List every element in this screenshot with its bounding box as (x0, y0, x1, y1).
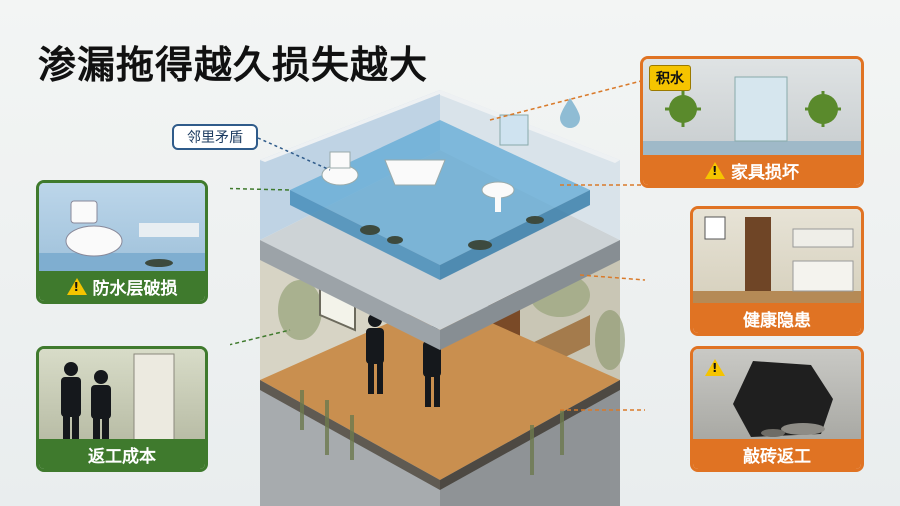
warning-icon (705, 359, 725, 376)
demolition-rework-panel: 敲砖返工 (690, 346, 864, 472)
mold-bathroom-image: 积水 (643, 59, 861, 158)
panel-label: 返工成本 (88, 446, 156, 467)
bathroom-toilet-image (39, 183, 205, 274)
panel-label: 家具损坏 (731, 162, 799, 183)
panel-label: 防水层破损 (92, 278, 178, 299)
broken-wall-image (693, 349, 861, 439)
page-title: 渗漏拖得越久损失越大 (38, 43, 429, 87)
furniture-damage-panel: 积水 家具损坏 (640, 56, 864, 188)
health-hazard-panel: 健康隐患 (690, 206, 864, 336)
warning-icon (66, 277, 87, 295)
neighbor-conflict-callout: 邻里矛盾 (172, 124, 258, 150)
people-at-door-image (39, 349, 205, 442)
waterproof-damage-panel: 防水层破损 (36, 180, 208, 304)
panel-label: 健康隐患 (743, 310, 811, 331)
house-cutaway-illustration (230, 80, 646, 506)
standing-water-tag: 积水 (649, 65, 691, 91)
rework-cost-panel: 返工成本 (36, 346, 208, 472)
interior-room-image (693, 209, 861, 306)
panel-label: 敲砖返工 (743, 446, 811, 467)
warning-icon (705, 161, 725, 179)
